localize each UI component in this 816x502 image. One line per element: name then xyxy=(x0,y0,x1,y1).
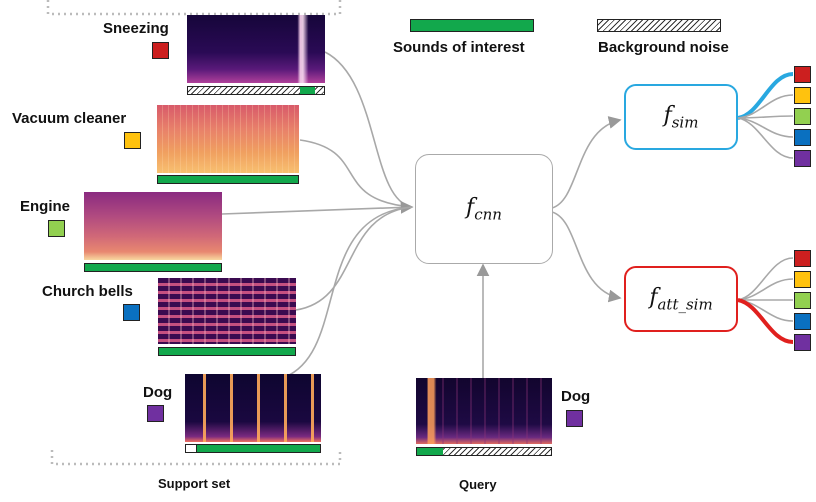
sim-output-blue xyxy=(794,129,811,146)
cnn-function-label: fcnn xyxy=(466,194,502,224)
legend-noise-label: Background noise xyxy=(598,39,729,56)
label-bar-church-bells xyxy=(158,347,296,356)
att-output-green xyxy=(794,292,811,309)
spectrogram-church-bells xyxy=(158,278,296,344)
att-output-red xyxy=(794,250,811,267)
sim-box: fsim xyxy=(624,84,738,150)
support-set-caption: Support set xyxy=(158,476,231,491)
cnn-box: fcnn xyxy=(415,154,553,264)
class-swatch-green xyxy=(48,220,65,237)
legend-noise-swatch xyxy=(597,19,721,32)
att-sim-box: fatt_sim xyxy=(624,266,738,332)
spectrogram-dog xyxy=(185,374,321,442)
label-bar-query xyxy=(416,447,552,456)
sim-output-green xyxy=(794,108,811,125)
att-sim-function-label: fatt_sim xyxy=(649,284,713,314)
sim-edge-blue xyxy=(737,117,794,138)
edge-cnn-attsim xyxy=(551,211,622,303)
sim-output-yellow xyxy=(794,87,811,104)
spectrogram-sneezing xyxy=(187,15,325,83)
support-label-vacuum: Vacuum cleaner xyxy=(12,110,127,127)
sim-edge-green xyxy=(737,115,794,119)
att-edge-yellow xyxy=(737,278,794,301)
edge-engine-cnn xyxy=(221,201,414,215)
spectrogram-engine xyxy=(84,192,222,260)
label-bar-dog-noise xyxy=(186,445,197,452)
att-output-yellow xyxy=(794,271,811,288)
class-swatch-purple xyxy=(147,405,164,422)
support-label-church-bells: Church bells xyxy=(42,283,133,300)
edge-vacuum-cnn xyxy=(299,139,413,208)
edge-bells-cnn xyxy=(295,206,413,311)
label-bar-sneezing xyxy=(187,86,325,95)
support-label-dog: Dog xyxy=(143,384,173,401)
sim-edge-purple xyxy=(737,117,794,159)
class-swatch-red xyxy=(152,42,169,59)
sim-output-purple xyxy=(794,150,811,167)
att-output-blue xyxy=(794,313,811,330)
sim-edge-yellow xyxy=(737,94,794,119)
legend-interest-swatch xyxy=(410,19,534,32)
query-class-swatch xyxy=(566,410,583,427)
label-bar-query-sound xyxy=(417,448,443,455)
sim-output-red xyxy=(794,66,811,83)
spectrogram-query xyxy=(416,378,552,444)
support-set-bracket-bottom xyxy=(50,450,342,466)
legend-interest-label: Sounds of interest xyxy=(393,39,525,56)
support-label-sneezing: Sneezing xyxy=(103,20,169,37)
label-bar-vacuum xyxy=(157,175,299,184)
label-bar-engine xyxy=(84,263,222,272)
spectrogram-vacuum xyxy=(157,105,299,173)
label-bar-sneezing-sound xyxy=(300,87,315,94)
label-bar-dog xyxy=(185,444,321,453)
att-output-purple xyxy=(794,334,811,351)
att-edge-red xyxy=(737,257,794,301)
edge-cnn-sim xyxy=(551,116,622,209)
query-label: Dog xyxy=(561,388,591,405)
support-label-engine: Engine xyxy=(20,198,71,215)
support-set-bracket-top xyxy=(46,0,342,16)
class-swatch-yellow xyxy=(124,132,141,149)
class-swatch-blue xyxy=(123,304,140,321)
query-caption: Query xyxy=(459,477,497,492)
att-edge-purple xyxy=(737,298,794,344)
edge-dog-cnn xyxy=(284,206,413,378)
sim-function-label: fsim xyxy=(663,102,699,132)
edge-sneezing-cnn xyxy=(324,51,413,208)
